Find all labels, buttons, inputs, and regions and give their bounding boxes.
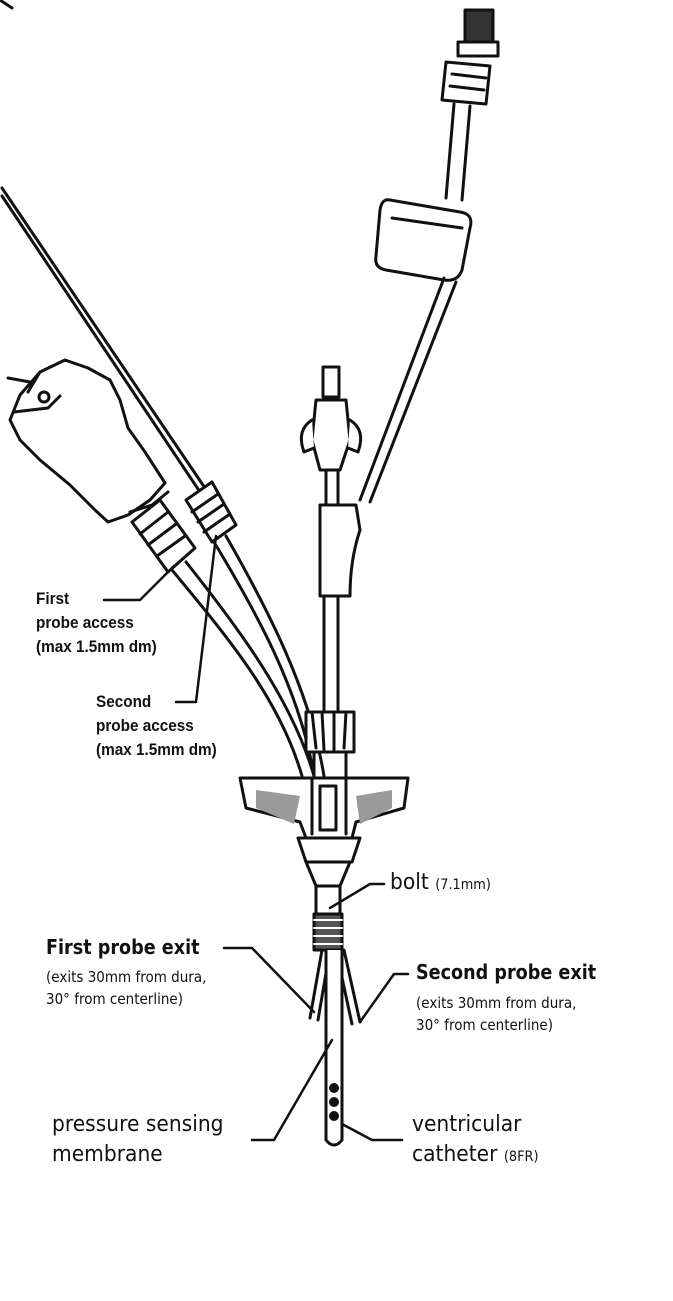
catheter-spec: (8FR)	[503, 1149, 539, 1165]
pressure-sensing-membrane-line-2: membrane	[52, 1142, 163, 1167]
second-probe-exit-detail-2: 30° from centerline)	[416, 1016, 553, 1034]
first-probe-exit-title: First probe exit	[46, 935, 200, 959]
bolt-spec: (7.1mm)	[435, 877, 491, 893]
center-stopcock	[299, 365, 363, 507]
tube-clamp	[358, 198, 473, 504]
first-probe-access-line-2: probe access	[36, 613, 134, 632]
first-probe-exit-detail-1: (exits 30mm from dura,	[46, 968, 207, 986]
pressure-sensing-membrane-label: pressure sensing membrane	[52, 1110, 224, 1170]
second-probe-exit-detail: (exits 30mm from dura, 30° from centerli…	[416, 992, 576, 1036]
catheter-word: catheter	[412, 1142, 498, 1167]
guide-wire	[0, 186, 207, 494]
second-probe-access-label: Second probe access (max 1.5mm dm)	[96, 690, 217, 762]
edge-mark	[0, 0, 14, 10]
first-probe-exit-detail: (exits 30mm from dura, 30° from centerli…	[46, 966, 206, 1010]
ventricular-catheter-line-2: catheter (8FR)	[412, 1140, 539, 1172]
first-probe-access-line-1: First	[36, 589, 70, 608]
first-probe-access-label: First probe access (max 1.5mm dm)	[36, 587, 157, 659]
ventricular-catheter-line-1: ventricular	[412, 1112, 522, 1137]
first-probe-exit-detail-2: 30° from centerline)	[46, 990, 183, 1008]
y-junction	[318, 503, 362, 714]
cap-nut	[304, 710, 356, 780]
bolt-label: bolt (7.1mm)	[390, 868, 491, 900]
top-luer-connector	[440, 8, 500, 202]
first-probe-tube	[170, 560, 316, 778]
leader-lines	[102, 534, 410, 1142]
pressure-sensing-membrane-line-1: pressure sensing	[52, 1112, 224, 1137]
bolt-name: bolt	[390, 870, 429, 895]
second-probe-exit-detail-1: (exits 30mm from dura,	[416, 994, 577, 1012]
ventricular-catheter-label: ventricular catheter (8FR)	[412, 1110, 539, 1172]
first-probe-connector	[6, 358, 197, 574]
second-probe-access-line-1: Second	[96, 692, 152, 711]
ventricular-catheter-tube	[324, 948, 344, 1147]
second-probe-exit-title: Second probe exit	[416, 960, 597, 984]
second-probe-access-line-2: probe access	[96, 716, 194, 735]
second-probe-access-line-3: (max 1.5mm dm)	[96, 740, 217, 759]
first-probe-access-line-3: (max 1.5mm dm)	[36, 637, 157, 656]
bolt-hub	[238, 776, 410, 952]
